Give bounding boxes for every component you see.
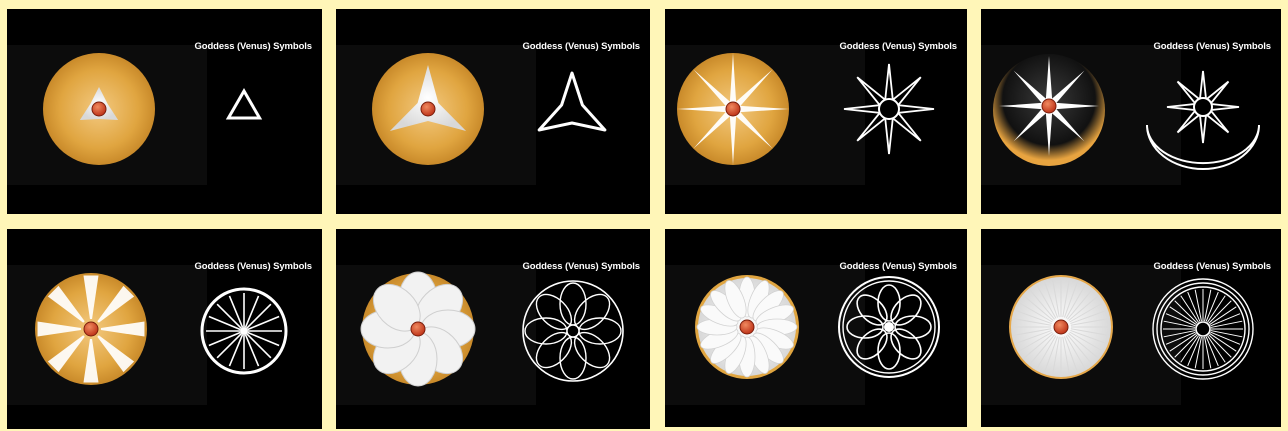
panel-3: Goddess (Venus) Symbols [665,9,967,214]
crescent-icon [1147,125,1259,169]
panel-1: Goddess (Venus) Symbols [7,9,322,214]
gem-center [84,322,98,336]
panel-8: Goddess (Venus) Symbols [981,229,1281,427]
gem-center [726,102,740,116]
panel-8-art [981,229,1281,427]
panel-6: Goddess (Venus) Symbols [336,229,650,429]
panel-4: Goddess (Venus) Symbols [981,9,1281,214]
gem-center [740,320,754,334]
rosette-center [567,325,579,337]
panel-5-art [7,229,322,429]
gem-center [421,102,435,116]
panel-4-art [981,9,1281,214]
gem-center [92,102,106,116]
star-center-ring [1194,98,1212,116]
star-center-ring [879,99,899,119]
panel-3-art [665,9,967,214]
gem-center [1042,99,1056,113]
wheel-hub [240,327,248,335]
panel-7-art [665,229,967,427]
gem-center [411,322,425,336]
panel-1-art [7,9,322,214]
panel-2-art [336,9,650,214]
gem-center [1054,320,1068,334]
rosette-center [884,322,894,332]
three-point-star-icon [539,73,605,130]
panel-5: Goddess (Venus) Symbols [7,229,322,429]
panel-6-art [336,229,650,429]
rosette-center [1196,322,1210,336]
panel-2: Goddess (Venus) Symbols [336,9,650,214]
panel-7: Goddess (Venus) Symbols [665,229,967,427]
triangle-icon [228,91,259,118]
